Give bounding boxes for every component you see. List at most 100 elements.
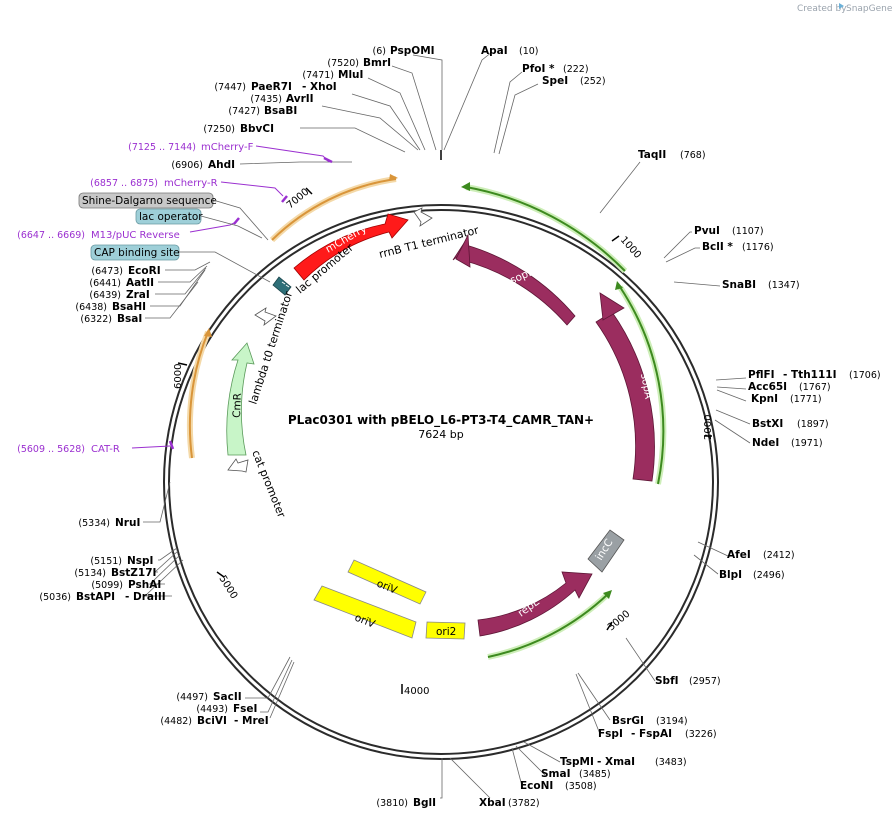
site-pos: (7427) — [228, 106, 260, 117]
site-pos: (10) — [519, 46, 539, 57]
primer-leader — [131, 445, 171, 449]
site-pos: (7520) — [327, 58, 359, 69]
site-pos: (1897) — [797, 419, 829, 430]
orange-arc-left — [188, 331, 209, 459]
tick-label-2000: 2000 — [703, 415, 714, 440]
primer-label: mCherry-R — [164, 178, 218, 189]
site-pos: (2412) — [763, 550, 795, 561]
site-label: AatII — [126, 277, 154, 289]
site-pos: (3782) — [508, 798, 540, 809]
site-leader-lines — [143, 51, 751, 799]
cap-binding-box: CAP binding site — [90, 244, 271, 283]
tick-3000 — [606, 621, 613, 631]
backbone-inner-circle — [168, 209, 714, 755]
site-label: KpnI — [751, 393, 778, 405]
site-pos: (5151) — [90, 556, 122, 567]
primer-label: mCherry-F — [201, 142, 254, 153]
site-label: PaeR7I — [251, 81, 292, 93]
site-label: SmaI — [541, 768, 571, 780]
feature-sopa: sopA — [595, 292, 655, 482]
primer-pos: (5609 .. 5628) — [17, 444, 85, 455]
site-label: - XmaI — [597, 756, 635, 768]
feature-sopb: sopB — [452, 233, 576, 326]
site-label: TspMI — [560, 756, 594, 768]
site-pos: (7250) — [203, 124, 235, 135]
site-pos: (222) — [563, 64, 589, 75]
site-pos: (4497) — [176, 692, 208, 703]
site-label: BstZ17I — [111, 567, 156, 579]
tick-label-7000: 7000 — [285, 187, 312, 212]
site-pos: (1107) — [732, 226, 764, 237]
lac-operator-box: lac operator — [135, 208, 263, 239]
site-label: - DraIII — [125, 591, 166, 603]
site-pos: (1971) — [791, 438, 823, 449]
primer-mark — [281, 195, 288, 203]
site-label: EcoNI — [520, 780, 553, 792]
plasmid-size: 7624 bp — [418, 428, 463, 441]
primer-labels: (7125 .. 7144) mCherry-F (6857 .. 6875) … — [17, 142, 333, 455]
orange-arc-left-head — [204, 328, 212, 337]
site-pos: (3483) — [655, 757, 687, 768]
site-label: BstXI — [752, 418, 783, 430]
cat-promoter-label: cat promoter — [249, 448, 288, 520]
lac-promoter-box — [272, 276, 292, 296]
tick-label-3000: 3000 — [606, 609, 633, 634]
site-label: AvrII — [286, 93, 314, 105]
green-arc-bottom-head — [603, 590, 612, 599]
cat-promoter-arrow — [227, 458, 249, 473]
shine-dalgarno-label: Shine-Dalgarno sequence — [82, 195, 217, 207]
site-pos: (252) — [580, 76, 606, 87]
site-pos: (1176) — [742, 242, 774, 253]
sopa-label: sopA — [638, 372, 654, 400]
site-label: PshAI — [128, 579, 161, 591]
lambda-t0-arrow — [254, 307, 277, 326]
site-pos: (4493) — [196, 704, 228, 715]
tick-label-6000: 6000 — [173, 364, 184, 389]
site-label: NspI — [127, 555, 153, 567]
site-pos: (6438) — [75, 302, 107, 313]
site-pos: (6441) — [89, 278, 121, 289]
green-arc-right — [619, 286, 665, 485]
site-pos: (5036) — [39, 592, 71, 603]
cmr-label: CmR — [231, 393, 244, 418]
site-pos: (1767) — [799, 382, 831, 393]
site-label: FseI — [233, 703, 257, 715]
feature-lac-promoter: lac promoter — [272, 241, 356, 296]
tick-7000 — [305, 187, 313, 195]
primer-pos: (6857 .. 6875) — [90, 178, 158, 189]
lac-operator-label: lac operator — [139, 211, 203, 223]
site-pos: (6) — [373, 46, 386, 57]
site-pos: (3194) — [656, 716, 688, 727]
feature-incc: incC — [587, 529, 625, 573]
site-label: BstAPI — [76, 591, 115, 603]
site-label: SnaBI — [722, 279, 756, 291]
site-label: SacII — [213, 691, 242, 703]
site-label: BmrI — [363, 57, 391, 69]
snapgene-logo: SnapGene — [839, 3, 893, 14]
green-arc-right-head — [615, 281, 623, 290]
feature-cmr: CmR — [226, 342, 255, 456]
site-pos: (5334) — [78, 518, 110, 529]
site-label: BciVI — [197, 715, 227, 727]
site-pos: (3508) — [565, 781, 597, 792]
scale-ticks — [177, 150, 712, 694]
snapgene-label: SnapGene — [846, 4, 893, 14]
site-pos: (1771) — [790, 394, 822, 405]
site-label: BsaI — [117, 313, 142, 325]
site-pos: (6473) — [91, 266, 123, 277]
feature-oriv-top: oriV — [347, 559, 427, 605]
site-label: Acc65I — [748, 381, 787, 393]
primer-mark — [168, 440, 175, 450]
site-label: PspOMI — [390, 45, 435, 57]
site-pos: (1706) — [849, 370, 881, 381]
cap-binding-label: CAP binding site — [94, 247, 180, 259]
lambda-t0-label: lambda t0 terminator — [246, 289, 295, 406]
orange-arc-top-head — [389, 174, 398, 181]
site-label: BlpI — [719, 569, 742, 581]
site-label: BclI * — [702, 241, 733, 253]
site-label: BsrGI — [612, 715, 644, 727]
tick-5000 — [216, 571, 225, 578]
site-label: ApaI — [481, 45, 508, 57]
site-pos: (6439) — [89, 290, 121, 301]
